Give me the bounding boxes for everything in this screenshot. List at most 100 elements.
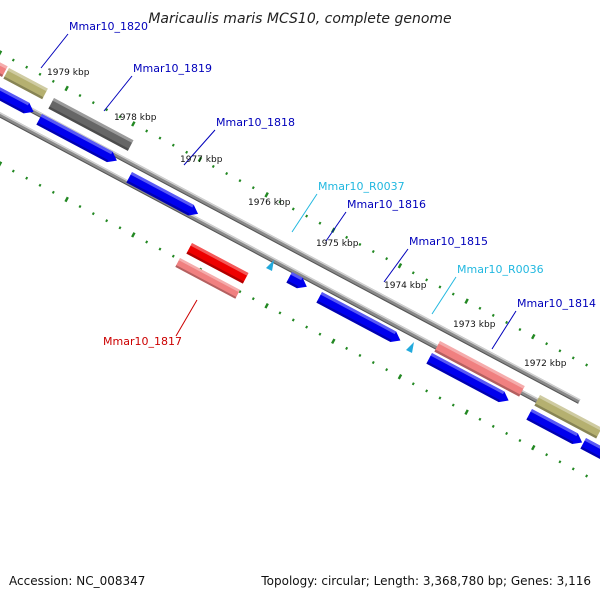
ruler-tick — [558, 460, 562, 464]
ruler-tick — [25, 176, 29, 180]
callout-1814 — [491, 310, 517, 350]
ruler-tick — [558, 349, 562, 353]
ruler-tick — [278, 311, 282, 315]
ruler-tick — [425, 278, 429, 282]
callout-1817 — [175, 299, 198, 337]
ruler-tick — [131, 232, 136, 238]
feature-olive-right — [534, 395, 600, 439]
feature-gray-1819 — [48, 97, 134, 151]
ruler-labels: 1979 kbp 1978 kbp 1977 kbp 1976 kbp 1975… — [47, 68, 567, 369]
ruler-tick — [464, 298, 469, 304]
ruler-tick — [211, 164, 215, 169]
ruler-tick — [318, 332, 322, 336]
ruler-tick — [64, 196, 69, 203]
ruler-tick — [345, 235, 349, 239]
ruler-tick — [197, 156, 203, 163]
ruler-label-1974: 1974 kbp — [384, 281, 427, 291]
feature-cds-1816 — [286, 271, 307, 289]
ruler-tick — [238, 179, 242, 183]
map-title: Maricaulis maris MCS10, complete genome — [148, 11, 451, 27]
feature-cds-1820 — [0, 83, 34, 114]
gene-label-mmar10-r0036[interactable]: Mmar10_R0036 — [457, 263, 544, 276]
feature-pink-1817 — [175, 257, 241, 299]
ruler-tick — [478, 417, 482, 421]
ruler-tick — [531, 333, 536, 340]
gene-label-mmar10-1815[interactable]: Mmar10_1815 — [409, 235, 488, 248]
ruler-tick — [158, 136, 162, 140]
ruler-tick — [0, 50, 3, 56]
ruler-tick — [278, 200, 282, 204]
ruler-tick — [11, 169, 15, 173]
feature-pink-partial — [0, 56, 8, 77]
ruler-tick — [358, 242, 362, 247]
ruler-tick — [91, 101, 95, 105]
ruler-tick — [585, 363, 589, 367]
ruler-tick — [118, 115, 122, 119]
ruler-tick — [331, 338, 336, 345]
ruler-tick — [0, 161, 3, 167]
feature-cds-1814 — [426, 352, 509, 403]
ruler-tick — [105, 108, 109, 112]
ruler-tick — [451, 292, 455, 296]
ruler-tick — [305, 325, 309, 329]
ruler-tick — [505, 320, 509, 325]
feature-rna-r0037 — [266, 260, 274, 271]
callout-1815 — [383, 248, 409, 283]
ruler-tick — [251, 297, 255, 301]
callout-r0036 — [431, 276, 457, 315]
ruler-tick — [411, 382, 415, 386]
callout-1818 — [183, 129, 216, 166]
feature-cds-1818 — [126, 171, 199, 216]
gene-label-mmar10-1820[interactable]: Mmar10_1820 — [69, 20, 148, 33]
accession-label: Accession: NC_008347 — [9, 574, 146, 588]
ruler-tick — [291, 318, 295, 322]
ruler-tick — [411, 271, 415, 275]
feature-cds-right — [526, 409, 583, 445]
ruler-tick — [238, 290, 242, 294]
ruler-tick — [51, 190, 55, 194]
ruler-tick — [78, 93, 82, 98]
ruler-tick — [345, 346, 349, 350]
ruler-tick — [11, 58, 15, 62]
ruler-tick — [531, 444, 536, 451]
gene-label-mmar10-1816[interactable]: Mmar10_1816 — [347, 198, 426, 211]
callout-1820 — [40, 33, 69, 69]
ruler-label-1978: 1978 kbp — [114, 113, 157, 123]
ruler-tick — [305, 214, 309, 218]
callout-1816 — [325, 211, 347, 242]
ruler-tick — [491, 313, 495, 317]
gene-labels: Mmar10_1820 Mmar10_1819 Mmar10_1818 Mmar… — [69, 20, 596, 348]
ruler-tick — [385, 257, 389, 261]
feature-rna-r0036 — [406, 342, 414, 353]
ruler-tick — [571, 467, 575, 471]
ruler-tick — [385, 368, 389, 372]
ruler-tick — [585, 474, 589, 478]
ruler-tick — [464, 409, 469, 415]
ruler-tick — [438, 285, 442, 289]
feature-olive-1820 — [3, 67, 48, 100]
ruler-label-1973: 1973 kbp — [453, 320, 496, 330]
feature-pink-1814 — [434, 340, 525, 397]
ruler-tick — [105, 219, 109, 223]
ruler-tick — [425, 389, 429, 393]
gene-label-mmar10-1817[interactable]: Mmar10_1817 — [103, 335, 182, 348]
ruler-tick — [545, 453, 549, 457]
ruler-tick — [91, 212, 95, 216]
gene-label-mmar10-1818[interactable]: Mmar10_1818 — [216, 116, 295, 129]
ruler-tick — [397, 262, 403, 269]
gene-label-mmar10-1814[interactable]: Mmar10_1814 — [517, 297, 596, 310]
ruler-label-1972: 1972 kbp — [524, 359, 567, 369]
ruler-tick — [571, 356, 575, 360]
ruler-tick — [25, 65, 29, 69]
gene-label-mmar10-r0037[interactable]: Mmar10_R0037 — [318, 180, 405, 193]
ruler-tick — [145, 129, 149, 133]
label-callouts — [40, 33, 517, 350]
ruler-tick — [264, 303, 269, 309]
ruler-tick — [478, 306, 482, 310]
callout-1819 — [103, 75, 133, 112]
gene-label-mmar10-1819[interactable]: Mmar10_1819 — [133, 62, 212, 75]
genome-backbone-inner — [0, 87, 572, 421]
ruler-tick — [145, 240, 149, 244]
ruler-tick — [64, 85, 69, 92]
ruler-tick — [38, 183, 42, 187]
